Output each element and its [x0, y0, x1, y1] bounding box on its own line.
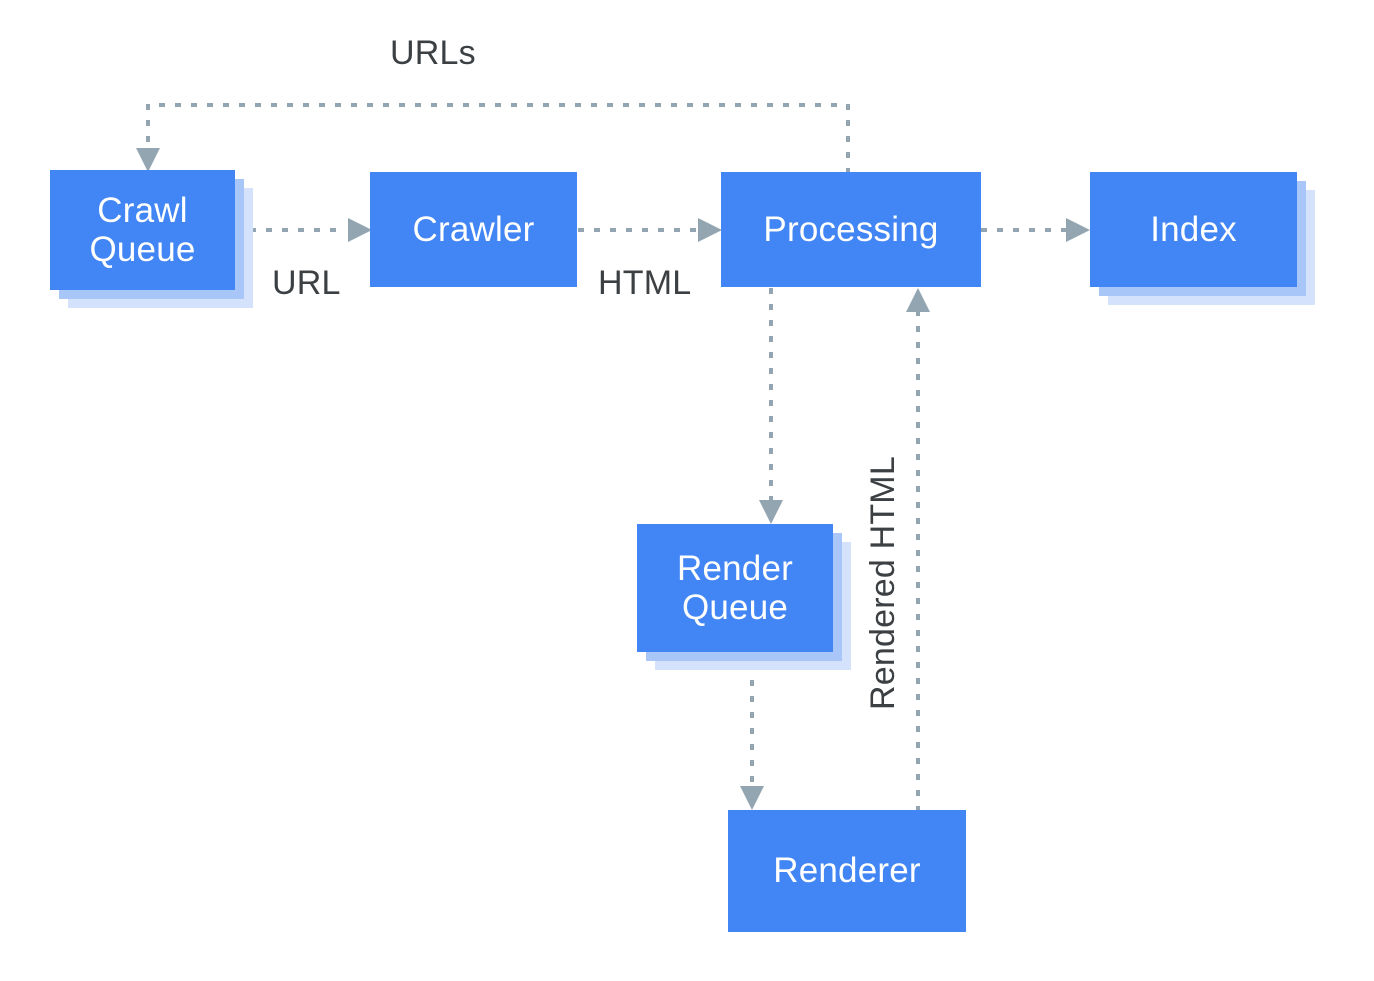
node-face: Crawler: [370, 172, 577, 287]
arrowhead-to-index: [1066, 218, 1090, 242]
arrowhead-to-render-queue: [759, 500, 783, 524]
node-label-crawl-queue: Crawl Queue: [89, 190, 196, 269]
arrowhead-html: [698, 218, 722, 242]
edge-path-urls: [146, 103, 850, 174]
node-crawler[interactable]: Crawler: [370, 172, 577, 287]
node-label-index: Index: [1150, 209, 1237, 249]
node-label-render-queue: Render Queue: [677, 548, 793, 627]
node-face: Render Queue: [637, 524, 833, 652]
edge-label-html: HTML: [598, 264, 692, 302]
edge-label-rendered-html: Rendered HTML: [864, 456, 902, 710]
node-renderer[interactable]: Renderer: [728, 810, 966, 932]
arrowhead-url: [348, 218, 372, 242]
node-face: Processing: [721, 172, 981, 287]
node-render-queue[interactable]: Render Queue: [637, 524, 851, 670]
node-face: Crawl Queue: [50, 170, 235, 290]
arrowhead-to-renderer: [740, 786, 764, 810]
node-face: Index: [1090, 172, 1297, 287]
node-crawl-queue[interactable]: Crawl Queue: [50, 170, 253, 308]
node-face: Renderer: [728, 810, 966, 932]
arrowhead-urls: [136, 148, 160, 172]
node-label-renderer: Renderer: [773, 851, 921, 891]
edge-label-urls: URLs: [390, 34, 476, 72]
node-processing[interactable]: Processing: [721, 172, 981, 287]
node-label-crawler: Crawler: [412, 209, 535, 249]
edge-label-url: URL: [272, 264, 341, 302]
node-label-processing: Processing: [763, 209, 939, 249]
arrowhead-rendered-html: [906, 288, 930, 312]
node-index[interactable]: Index: [1090, 172, 1315, 305]
